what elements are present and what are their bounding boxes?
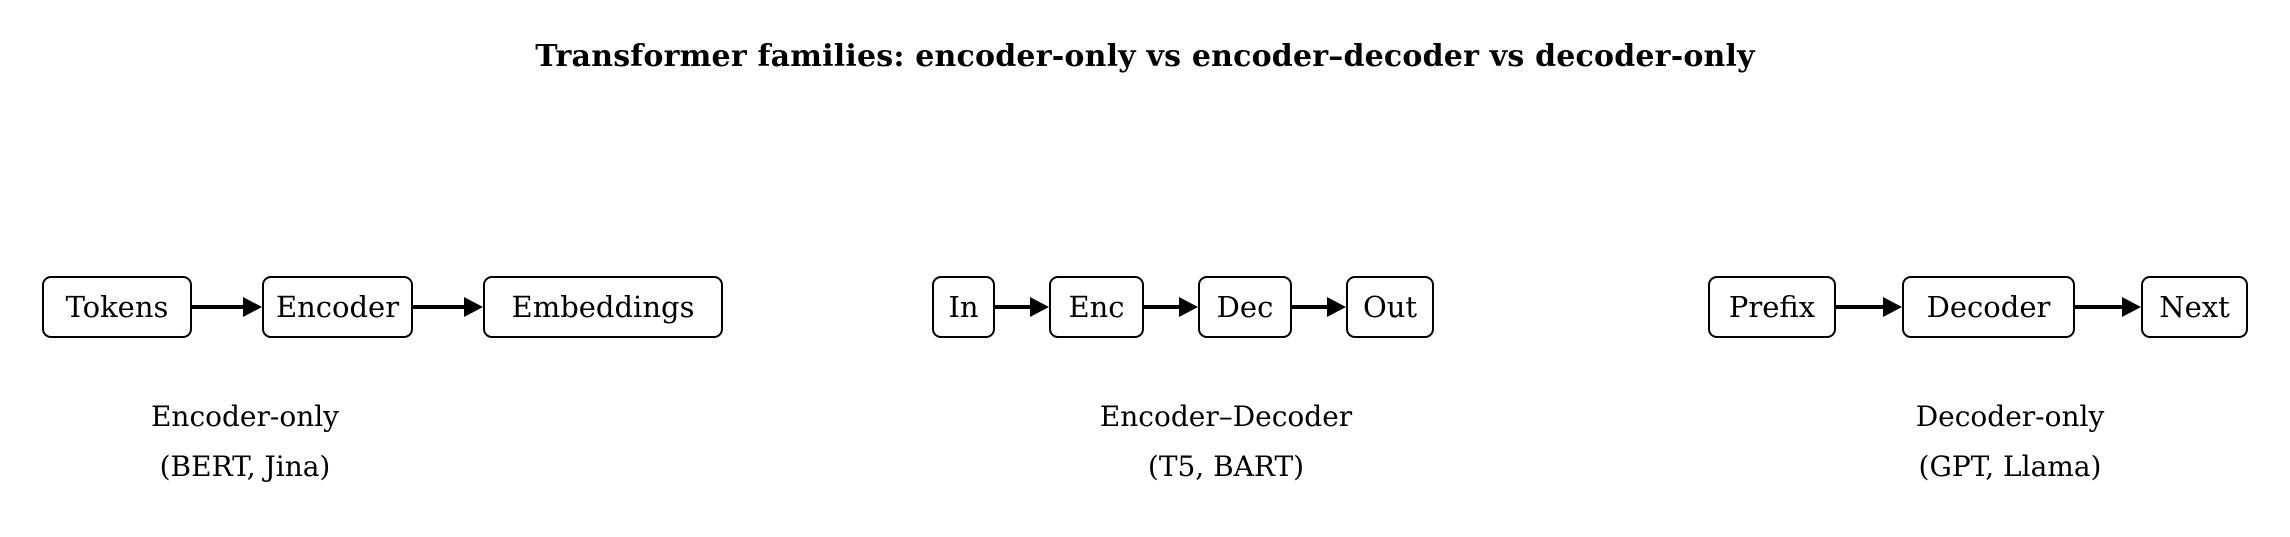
arrow-head [243,297,262,317]
arrow-head [1179,297,1198,317]
arrow-shaft [1144,305,1180,309]
caption-encoder-decoder: Encoder–Decoder (T5, BART) [925,392,1527,492]
arrow-right-icon [1292,276,1346,338]
caption-line-1: Encoder-only [150,400,339,433]
arrow-shaft [192,305,244,309]
node-tokens[interactable]: Tokens [42,276,192,338]
arrow-right-icon [192,276,262,338]
caption-line-2: (GPT, Llama) [1918,450,2102,483]
node-in[interactable]: In [932,276,995,338]
pipeline-decoder-only: Prefix Decoder Next [1708,276,2248,338]
node-decoder[interactable]: Decoder [1902,276,2075,338]
arrow-right-icon [995,276,1049,338]
node-prefix[interactable]: Prefix [1708,276,1836,338]
node-next[interactable]: Next [2141,276,2248,338]
arrow-right-icon [2075,276,2141,338]
arrow-right-icon [1144,276,1198,338]
pipeline-group-encoder-decoder: In Enc Dec Out [932,276,1434,338]
pipeline-group-encoder-only: Tokens Encoder Embeddings [42,276,723,338]
caption-line-1: Decoder-only [1915,400,2105,433]
page-title: Transformer families: encoder-only vs en… [535,39,1755,74]
caption-line-2: (BERT, Jina) [159,450,331,483]
pipeline-group-decoder-only: Prefix Decoder Next [1708,276,2248,338]
node-enc[interactable]: Enc [1049,276,1144,338]
arrow-head [2122,297,2141,317]
pipeline-encoder-decoder: In Enc Dec Out [932,276,1434,338]
arrow-head [464,297,483,317]
arrow-right-icon [1836,276,1902,338]
node-dec[interactable]: Dec [1198,276,1292,338]
pipeline-encoder-only: Tokens Encoder Embeddings [42,276,723,338]
node-out[interactable]: Out [1346,276,1434,338]
arrow-head [1327,297,1346,317]
arrow-right-icon [413,276,483,338]
caption-line-1: Encoder–Decoder [1099,400,1353,433]
caption-encoder-only: Encoder-only (BERT, Jina) [42,392,448,492]
arrow-shaft [2075,305,2123,309]
arrow-shaft [995,305,1031,309]
arrow-shaft [1292,305,1328,309]
arrow-shaft [413,305,465,309]
caption-decoder-only: Decoder-only (GPT, Llama) [1708,392,2290,492]
node-encoder[interactable]: Encoder [262,276,413,338]
arrow-head [1030,297,1049,317]
node-embeddings[interactable]: Embeddings [483,276,723,338]
arrow-shaft [1836,305,1884,309]
arrow-head [1883,297,1902,317]
caption-line-2: (T5, BART) [1147,450,1305,483]
